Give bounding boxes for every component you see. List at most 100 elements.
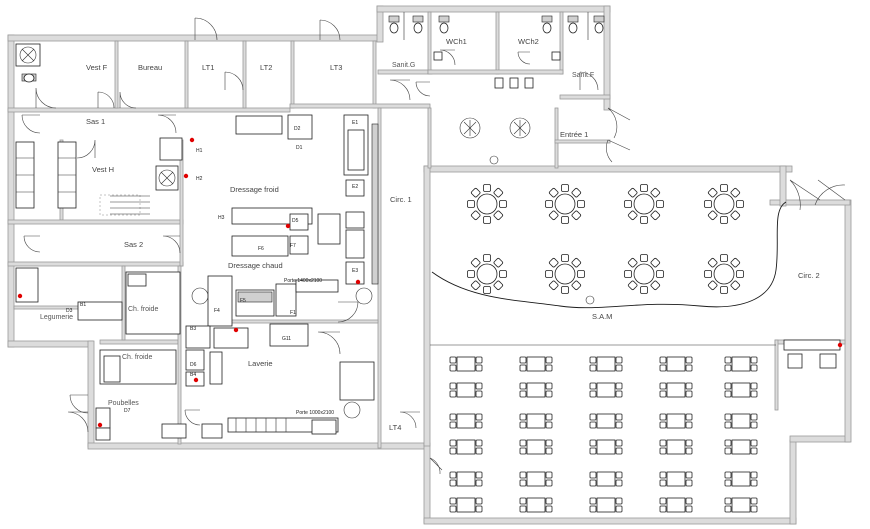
room-wch2: WCh2 <box>518 37 539 46</box>
room-vest-h: Vest H <box>92 165 115 174</box>
chair-icon <box>519 497 527 505</box>
chair-icon <box>685 390 693 398</box>
chair-icon <box>483 286 491 294</box>
chair-icon <box>736 270 744 278</box>
chair-icon <box>750 356 758 364</box>
sanitary-fixtures <box>21 15 605 89</box>
chair-icon <box>499 200 507 208</box>
chair-icon <box>449 364 457 372</box>
toilet-icon <box>593 15 605 34</box>
chair-icon <box>685 505 693 513</box>
chair-icon <box>589 421 597 429</box>
chair-icon <box>750 413 758 421</box>
chair-icon <box>659 421 667 429</box>
chair-icon <box>750 497 758 505</box>
chair-icon <box>624 200 632 208</box>
chair-icon <box>615 390 623 398</box>
chair-icon <box>499 270 507 278</box>
sink-icon <box>494 77 534 89</box>
chair-icon <box>519 447 527 455</box>
chair-icon <box>467 270 475 278</box>
chair-icon <box>475 505 483 513</box>
table-square-icon <box>449 382 483 398</box>
chair-icon <box>685 471 693 479</box>
chair-icon <box>615 447 623 455</box>
chair-icon <box>685 497 693 505</box>
table-square-icon <box>724 356 758 372</box>
room-lt1: LT1 <box>202 63 215 72</box>
chair-icon <box>589 447 597 455</box>
chair-icon <box>545 447 553 455</box>
table-square-icon <box>659 413 693 429</box>
table-square-icon <box>659 382 693 398</box>
chair-icon <box>545 382 553 390</box>
round-tables <box>467 184 744 294</box>
table-square-icon <box>449 471 483 487</box>
chair-icon <box>615 471 623 479</box>
chair-icon <box>685 356 693 364</box>
chair-icon <box>493 280 504 291</box>
chair-icon <box>659 413 667 421</box>
table-round-icon <box>467 184 507 224</box>
tag-d2: D2 <box>294 126 301 132</box>
chair-icon <box>615 421 623 429</box>
chair-icon <box>483 216 491 224</box>
chair-icon <box>659 505 667 513</box>
chair-icon <box>615 356 623 364</box>
chair-icon <box>685 413 693 421</box>
chair-icon <box>615 382 623 390</box>
table-round-icon <box>704 184 744 224</box>
room-lt4: LT4 <box>389 423 402 432</box>
chair-icon <box>561 286 569 294</box>
chair-icon <box>615 505 623 513</box>
chair-icon <box>577 200 585 208</box>
lockers <box>15 141 141 216</box>
room-wch1: WCh1 <box>446 37 467 46</box>
room-sanit-f: Sanit.F <box>572 72 595 79</box>
chair-icon <box>720 184 728 192</box>
toilet-icon <box>567 15 579 34</box>
chair-icon <box>659 390 667 398</box>
table-square-icon <box>724 439 758 455</box>
chair-icon <box>650 257 661 268</box>
table-square-icon <box>659 471 693 487</box>
chair-icon <box>545 413 553 421</box>
door-swing-icons <box>21 17 846 475</box>
chair-icon <box>627 257 638 268</box>
chair-icon <box>750 439 758 447</box>
chair-icon <box>615 479 623 487</box>
chair-icon <box>656 270 664 278</box>
chair-icon <box>724 497 732 505</box>
chair-icon <box>659 447 667 455</box>
chair-icon <box>519 471 527 479</box>
chair-icon <box>724 479 732 487</box>
sink-icon <box>551 51 561 61</box>
chair-icon <box>750 382 758 390</box>
chair-icon <box>545 497 553 505</box>
chair-icon <box>519 382 527 390</box>
chair-icon <box>750 421 758 429</box>
table-round-icon <box>545 254 585 294</box>
table-square-icon <box>589 497 623 513</box>
chair-icon <box>475 471 483 479</box>
chair-icon <box>640 184 648 192</box>
chair-icon <box>519 505 527 513</box>
table-square-icon <box>659 356 693 372</box>
tag-porte-1: Porte 1400x2100 <box>284 278 323 284</box>
chair-icon <box>627 187 638 198</box>
chair-icon <box>545 200 553 208</box>
table-square-icon <box>724 413 758 429</box>
tag-f1: F1 <box>290 310 296 316</box>
table-round-icon <box>467 254 507 294</box>
room-ch-froide-2: Ch. froide <box>122 354 153 361</box>
chair-icon <box>650 187 661 198</box>
sink-icon <box>433 51 443 61</box>
chair-icon <box>736 200 744 208</box>
chair-icon <box>449 439 457 447</box>
ceiling-fan-icon <box>459 117 531 139</box>
chair-icon <box>750 471 758 479</box>
chair-icon <box>493 257 504 268</box>
chair-icon <box>720 286 728 294</box>
room-ch-froide-1: Ch. froide <box>128 306 159 313</box>
fire-extinguisher-icon <box>17 137 843 428</box>
